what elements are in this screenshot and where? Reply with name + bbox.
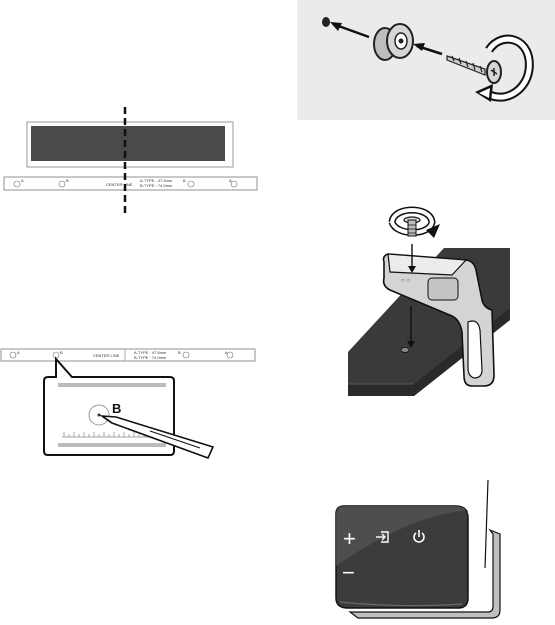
mark-position-illustration: A B CENTER LINE A-TYPE : 47.5mm B-TYPE :…: [0, 348, 256, 460]
strip-markers: [13, 180, 238, 188]
remote-highlight: [336, 506, 468, 566]
rotating-screw-icon: [388, 206, 440, 238]
anchor-screw-panel: [297, 0, 555, 120]
strip-label-b-right: B: [183, 178, 186, 183]
strip2-label-a-left: A: [17, 350, 20, 355]
volume-down-button[interactable]: −: [342, 560, 355, 585]
callout-bottom-band: [58, 443, 166, 447]
anchor-screw-illustration: [322, 17, 534, 102]
strip-center-text: CENTER LINE: [106, 182, 133, 187]
callout-top-band: [58, 383, 166, 387]
mark-position-panel: A B CENTER LINE A-TYPE : 47.5mm B-TYPE :…: [0, 343, 262, 465]
screw-icon: [446, 55, 502, 84]
template-strip-2: [0, 348, 256, 362]
template-alignment-illustration: A B CENTER LINE A-TYPE : 47.5mm B-TYPE :…: [3, 107, 258, 213]
wall-hole: [322, 17, 330, 27]
strip2-label-b-right: B: [178, 350, 181, 355]
strip-type-a: A-TYPE : 47.5mm: [140, 178, 173, 183]
remote-holder-illustration: + −: [335, 479, 501, 619]
remote-bottom-edge: [339, 601, 463, 607]
insert-arrowhead-right: [413, 43, 425, 51]
strip-label-a-right: A: [229, 178, 232, 183]
shelf-face: [348, 308, 510, 396]
strip-label-a-left: A: [21, 178, 24, 183]
strip-markers-2: [9, 351, 234, 359]
bracket-mark: ○ ○: [401, 278, 410, 284]
hole-down-arrowhead: [407, 341, 415, 348]
strip2-type-b: B-TYPE : 74.0mm: [134, 355, 167, 360]
pencil-icon: [99, 414, 215, 460]
mark-target-dot: [97, 413, 101, 417]
bracket-mount-illustration: ○ ○: [348, 206, 510, 396]
rotate-arrow-icon: [475, 34, 534, 102]
mark-target-circle: [88, 404, 110, 426]
screw-anchor-icon: [373, 23, 414, 61]
strip2-label-a-right: A: [225, 350, 228, 355]
soundbar-front: [31, 126, 225, 161]
strip2-type-a: A-TYPE : 47.5mm: [134, 350, 167, 355]
input-source-icon[interactable]: [376, 531, 389, 543]
callout-label-b: B: [112, 401, 121, 416]
insert-arrowhead-left: [330, 22, 342, 31]
bracket-mount-panel: ○ ○: [344, 200, 514, 396]
holder-pointer-line: [484, 479, 489, 569]
strip-label-b-left: B: [66, 178, 69, 183]
strip2-center-text: CENTER LINE: [93, 353, 120, 358]
remote-holder-bracket: [348, 528, 501, 619]
volume-up-button[interactable]: +: [343, 526, 356, 551]
strip-type-b: B-TYPE : 74.0mm: [140, 183, 173, 188]
wall-bracket: ○ ○: [382, 253, 495, 387]
screw-down-arrowhead: [408, 266, 416, 273]
power-icon[interactable]: [413, 530, 425, 543]
shelf-screw-hole: [400, 347, 410, 353]
template-strip: [3, 176, 258, 191]
template-alignment-panel: A B CENTER LINE A-TYPE : 47.5mm B-TYPE :…: [0, 105, 262, 217]
remote-holder-panel: + −: [318, 476, 518, 620]
callout-box: [43, 356, 175, 456]
strip2-label-b-left: B: [60, 350, 63, 355]
